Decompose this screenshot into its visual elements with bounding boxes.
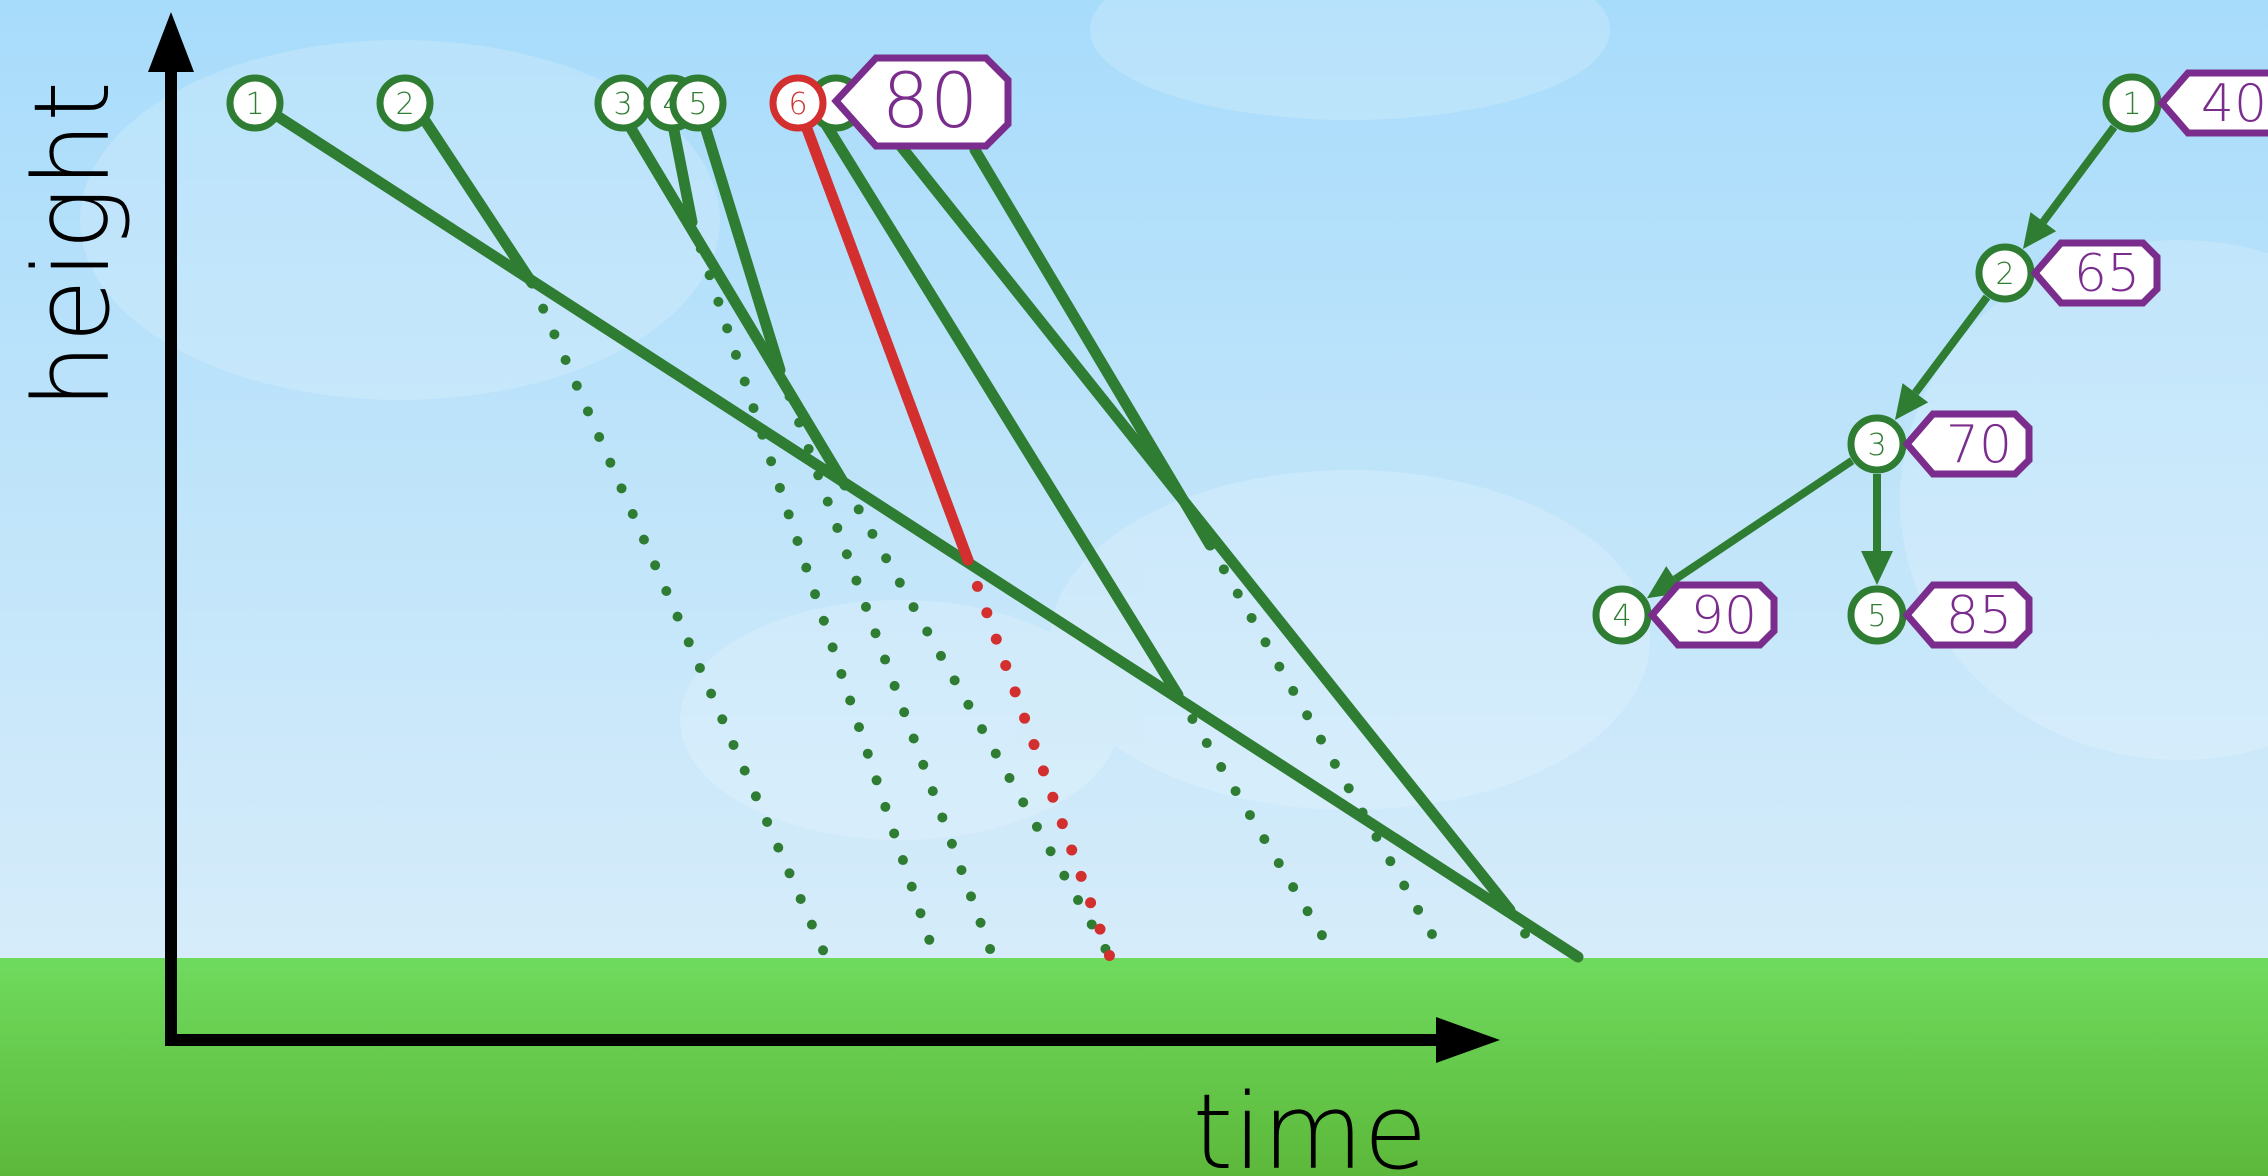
tree-node-label: 4	[1612, 599, 1631, 634]
tree-node-4: 4 90	[1596, 585, 1774, 646]
ball-label: 6	[788, 87, 807, 122]
y-axis-label: height	[11, 81, 133, 409]
tree-node-1: 1 40	[2106, 73, 2268, 134]
current-value-tag: 80	[836, 56, 1008, 146]
ball-6: 6	[773, 78, 823, 128]
tree-node-value: 90	[1691, 586, 1757, 646]
tree-node-value: 85	[1946, 586, 2012, 646]
tree-node-label: 2	[1995, 257, 2014, 292]
tree-node-2: 2 65	[1979, 243, 2157, 304]
ball-label: 3	[613, 87, 632, 122]
ball-label: 5	[688, 87, 707, 122]
tree-node-label: 5	[1867, 599, 1886, 634]
grass-ground	[0, 958, 2268, 1176]
tree-node-value: 40	[2201, 74, 2267, 134]
x-axis-label: time	[1193, 1071, 1428, 1176]
ball-label: 1	[245, 87, 264, 122]
tree-node-value: 70	[1946, 415, 2012, 475]
ball-1: 1	[230, 78, 280, 128]
tree-node-5: 5 85	[1851, 585, 2029, 646]
ball-2: 2	[380, 78, 430, 128]
ball-5: 5	[673, 78, 723, 128]
tree-node-label: 1	[2122, 87, 2141, 122]
ball-label: 2	[395, 87, 414, 122]
tree-node-3: 3 70	[1851, 414, 2029, 475]
ball-3: 3	[598, 78, 648, 128]
tree-node-value: 65	[2074, 244, 2140, 304]
current-value-text: 80	[882, 56, 979, 145]
tree-node-label: 3	[1867, 428, 1886, 463]
